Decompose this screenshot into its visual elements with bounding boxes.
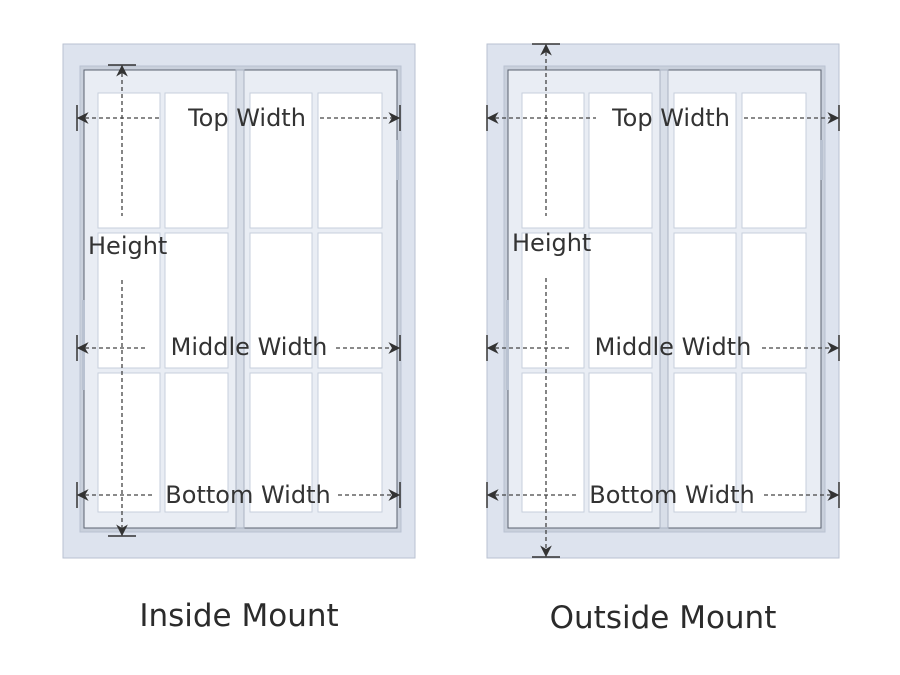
height-label: Height (88, 232, 167, 260)
handle (820, 140, 823, 180)
top-width-label: Top Width (187, 104, 306, 132)
outside-mount-caption: Outside Mount (550, 600, 777, 636)
glass-pane (317, 232, 383, 369)
glass-pane (97, 372, 161, 513)
middle-width-arrow: Middle Width (76, 333, 401, 361)
bottom-width-label: Bottom Width (589, 481, 754, 509)
glass-pane (588, 232, 653, 369)
bottom-width-arrow: Bottom Width (486, 481, 840, 509)
glass-pane (249, 372, 313, 513)
outside-mount-measurements: Top Width Middle Width Bottom Width Heig… (486, 43, 840, 558)
glass-pane (317, 372, 383, 513)
glass-pane (164, 232, 229, 369)
inside-mount-measurements: Top Width Middle Width Bottom Width Heig… (76, 64, 401, 537)
bottom-width-label: Bottom Width (165, 481, 330, 509)
glass-pane (97, 92, 161, 229)
inside-mount-window (62, 43, 416, 559)
glass-pane (164, 92, 229, 229)
height-arrow: Height (512, 43, 591, 558)
glass-pane (521, 372, 585, 513)
middle-width-arrow: Middle Width (486, 333, 840, 361)
hinge (506, 300, 509, 390)
glass-pane (741, 372, 807, 513)
glass-pane (673, 232, 737, 369)
middle-width-label: Middle Width (171, 333, 328, 361)
bottom-width-arrow: Bottom Width (76, 481, 401, 509)
glass-pane (588, 372, 653, 513)
top-width-arrow: Top Width (76, 104, 401, 132)
middle-width-label: Middle Width (595, 333, 752, 361)
top-width-label: Top Width (611, 104, 730, 132)
glass-pane (741, 232, 807, 369)
glass-pane (673, 92, 737, 229)
height-label: Height (512, 229, 591, 257)
center-mullion (235, 69, 245, 529)
glass-pane (741, 92, 807, 229)
inside-mount-caption: Inside Mount (139, 598, 338, 634)
glass-pane (588, 92, 653, 229)
top-width-arrow: Top Width (486, 104, 840, 132)
handle (396, 140, 399, 180)
glass-pane (673, 372, 737, 513)
glass-pane (521, 92, 585, 229)
glass-pane (97, 232, 161, 369)
glass-pane (317, 92, 383, 229)
glass-pane (249, 92, 313, 229)
hinge (82, 300, 85, 390)
center-mullion (659, 69, 669, 529)
height-arrow: Height (88, 64, 167, 537)
glass-pane (164, 372, 229, 513)
glass-pane (249, 232, 313, 369)
glass-pane (521, 232, 585, 369)
